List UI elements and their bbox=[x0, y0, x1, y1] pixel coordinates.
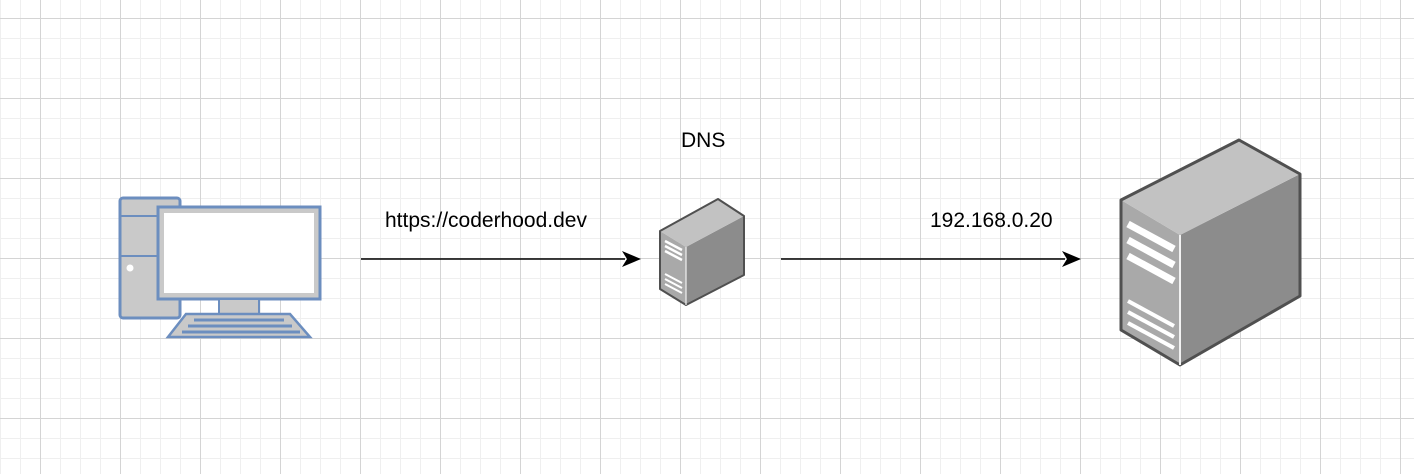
dns-server-icon[interactable] bbox=[656, 195, 750, 309]
request-url-label: https://coderhood.dev bbox=[385, 209, 587, 232]
request-arrow bbox=[361, 251, 641, 267]
dns-label: DNS bbox=[681, 129, 726, 152]
resolved-ip-label: 192.168.0.20 bbox=[930, 209, 1053, 232]
web-server-icon[interactable] bbox=[1117, 136, 1305, 369]
response-arrow bbox=[781, 251, 1081, 267]
desktop-computer-icon[interactable] bbox=[116, 194, 322, 342]
